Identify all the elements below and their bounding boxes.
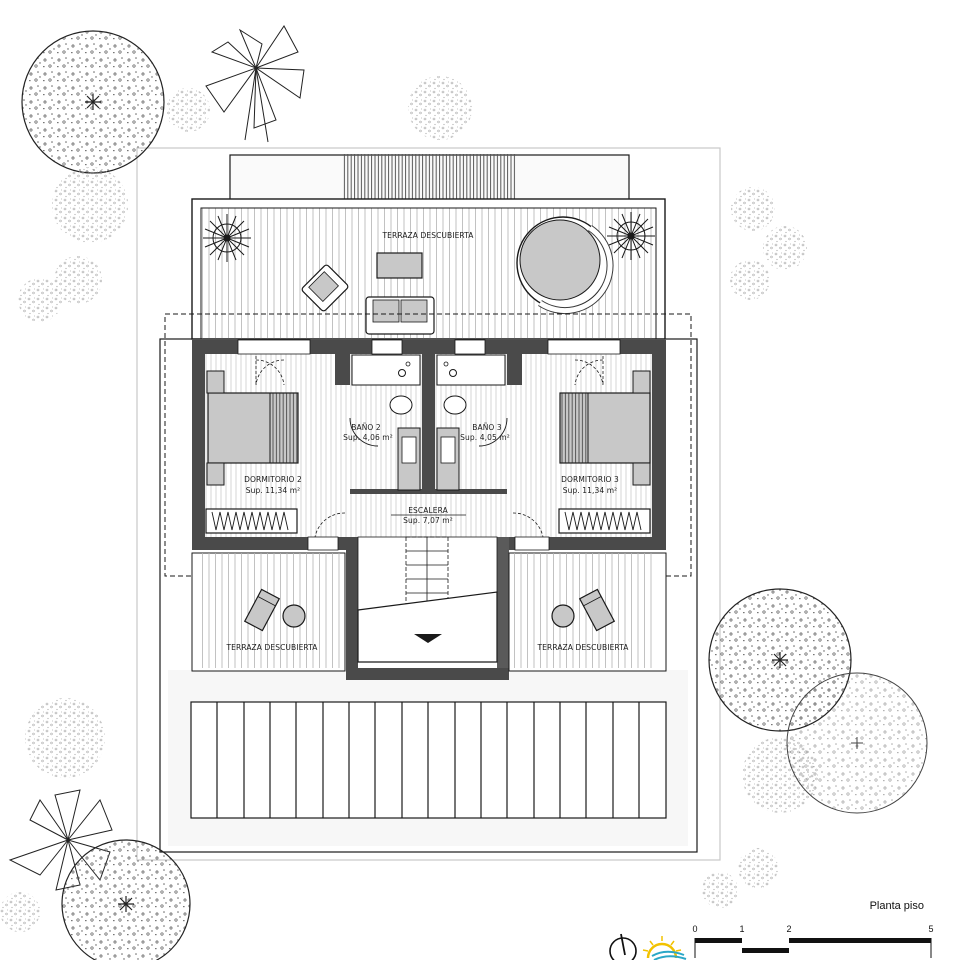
sun-lounger-left: [243, 588, 281, 632]
room-area-bano-2: Sup. 4,06 m²: [343, 433, 393, 442]
bano-3: BAÑO 3 Sup. 4,05 m²: [436, 354, 510, 491]
room-label-bano-3: BAÑO 3: [472, 423, 502, 432]
side-table-right: [551, 604, 575, 628]
palm-bottom-left-icon: [8, 789, 113, 891]
room-area-escalera: Sup. 7,07 m²: [403, 516, 453, 525]
pergola-slats: [190, 701, 667, 819]
room-label-terraza-se: TERRAZA DESCUBIERTA: [536, 643, 629, 652]
terraza-so: TERRAZA DESCUBIERTA: [191, 552, 346, 672]
room-area-bano-3: Sup. 4,05 m²: [460, 433, 510, 442]
terraza-se: TERRAZA DESCUBIERTA: [508, 552, 667, 672]
scale-tick-5: 5: [928, 924, 933, 934]
bano-2: BAÑO 2 Sup. 4,06 m²: [343, 354, 421, 491]
scale-tick-2: 2: [786, 924, 791, 934]
terrace-sofa: [365, 296, 435, 335]
sun-sea-logo-icon: [642, 936, 687, 960]
tree-right-2-icon: [786, 672, 928, 814]
scale-bar: 0 1 2 5: [692, 924, 934, 958]
plan-title: Planta piso: [870, 900, 924, 912]
palm-top-icon: [205, 25, 305, 143]
escalera: ESCALERA Sup. 7,07 m²: [391, 506, 466, 525]
stairwell: [346, 536, 509, 680]
room-label-dormitorio-2: DORMITORIO 2: [244, 475, 302, 484]
plot-boundary: [136, 147, 721, 861]
top-projection: [229, 154, 630, 201]
terrace-table: [376, 252, 423, 279]
down-arrow-icon: [414, 634, 442, 643]
north-arrow-icon: [609, 933, 637, 960]
room-area-dormitorio-2: Sup. 11,34 m²: [246, 486, 301, 495]
room-label-dormitorio-3: DORMITORIO 3: [561, 475, 619, 484]
tree-top-left-icon: [21, 30, 165, 174]
room-label-terraza-norte: TERRAZA DESCUBIERTA: [381, 231, 474, 240]
room-label-bano-2: BAÑO 2: [351, 423, 381, 432]
lower-level-outline: [159, 338, 698, 853]
sun-lounger-right: [578, 588, 616, 632]
terrace-armchair: [301, 264, 349, 312]
dormitorio-3: DORMITORIO 3 Sup. 11,34 m²: [512, 356, 651, 538]
potted-plant-right-icon: [607, 212, 655, 260]
tree-bottom-left-icon: [61, 839, 191, 960]
potted-plant-left-icon: [203, 214, 251, 262]
scale-tick-0: 0: [692, 924, 697, 934]
dormitorio-2: DORMITORIO 2 Sup. 11,34 m²: [205, 356, 346, 538]
scale-tick-1: 1: [739, 924, 744, 934]
round-lounge: [516, 216, 614, 315]
room-label-terraza-so: TERRAZA DESCUBIERTA: [225, 643, 318, 652]
terraza-norte: TERRAZA DESCUBIERTA: [191, 198, 666, 340]
room-label-escalera: ESCALERA: [408, 506, 448, 515]
side-table-left: [282, 604, 306, 628]
room-area-dormitorio-3: Sup. 11,34 m²: [563, 486, 618, 495]
